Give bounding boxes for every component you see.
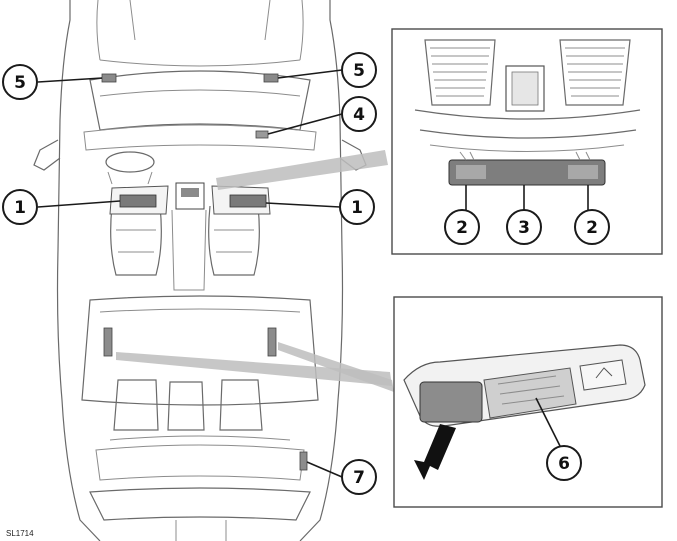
beam-front-overhead [216, 150, 388, 190]
left-mirror [33, 139, 61, 171]
hood-outline [96, 0, 304, 67]
callout-5-left: 5 [2, 64, 38, 100]
callout-7: 7 [341, 459, 377, 495]
rear-window [95, 444, 305, 481]
callout-label: 1 [14, 198, 26, 218]
callout-label: 1 [351, 198, 363, 218]
centre-console [171, 209, 207, 291]
front-left-seat [110, 205, 162, 276]
tailgate [89, 487, 311, 521]
beam-connectors [116, 150, 394, 392]
map-lamp-right [568, 165, 598, 179]
rear-seat-centre [167, 381, 205, 431]
rear-seat-left [113, 379, 159, 431]
beam-rear-lamp-left [116, 352, 392, 386]
lamp-1-left [119, 194, 157, 208]
rear-lamp-switch [419, 381, 483, 423]
callout-1-right: 1 [339, 189, 375, 225]
front-right-seat [208, 205, 260, 276]
rear-lamp-cover [579, 359, 627, 391]
front-overhead-lamp-unit [448, 159, 606, 186]
dashboard [83, 124, 317, 151]
figure-reference-code: SL1714 [6, 529, 34, 538]
callout-label: 6 [558, 454, 570, 474]
callout-6: 6 [546, 445, 582, 481]
callout-3: 3 [506, 209, 542, 245]
lamp-5-left [101, 73, 117, 83]
callout-label: 4 [353, 105, 365, 125]
detail-panel-rear-lamp [393, 296, 663, 508]
vehicle-body-outline [56, 0, 344, 541]
rear-seat-right [219, 379, 263, 431]
callout-2-left: 2 [444, 209, 480, 245]
lamp-1-right [229, 194, 267, 208]
callout-label: 5 [14, 73, 26, 93]
lamp-4 [255, 130, 269, 139]
lamp-6-right [267, 327, 277, 357]
callout-label: 2 [456, 218, 468, 238]
callout-2-right: 2 [574, 209, 610, 245]
lamp-6-left [103, 327, 113, 357]
map-lamp-left [456, 165, 486, 179]
vehicle-lamps [101, 73, 308, 471]
callout-label: 3 [518, 218, 530, 238]
callout-4: 4 [341, 96, 377, 132]
callout-1-left: 1 [2, 189, 38, 225]
leader-lines [37, 69, 589, 478]
rear-cabin-outline [81, 295, 319, 406]
lamp-5-right [263, 73, 279, 83]
beam-rear-lamp-right [278, 342, 394, 392]
vehicle-top-view [33, 0, 367, 541]
lamp-7 [299, 451, 308, 471]
callout-5-right: 5 [341, 52, 377, 88]
steering-wheel [105, 151, 155, 173]
callout-label: 5 [353, 61, 365, 81]
press-arrow-icon [414, 424, 456, 480]
callout-label: 7 [353, 468, 365, 488]
rear-lamp-lens [483, 367, 577, 419]
callout-label: 2 [586, 218, 598, 238]
